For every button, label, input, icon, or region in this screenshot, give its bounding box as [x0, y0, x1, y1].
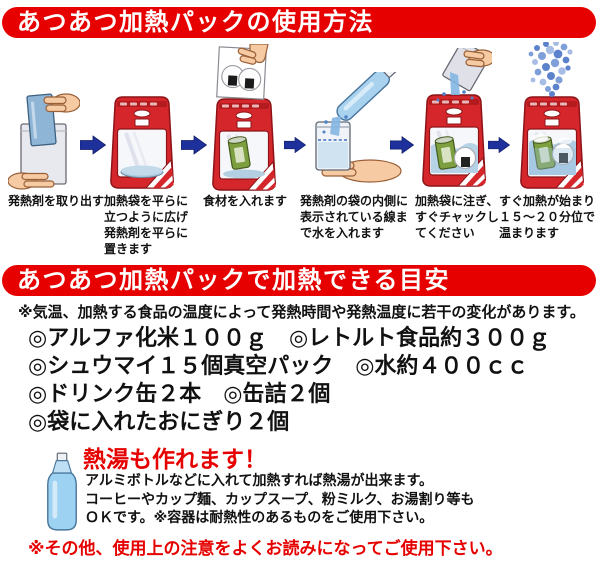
step3-caption: 食材を入れます	[203, 194, 288, 208]
list-item: ◎シュウマイ１５個真空パック ◎水約４００ｃｃ	[28, 354, 529, 379]
guide-note: ※気温、加熱する食品の温度によって発熱時間や発熱温度に若干の変化があります。	[18, 303, 585, 321]
steam-icon	[528, 42, 573, 97]
heatable-items-list: ◎アルファ化米１００ｇ ◎レトルト食品約３００ｇ ◎シュウマイ１５個真空パック …	[28, 325, 550, 437]
guide-heading-banner: あつあつ加熱パックで加熱できる目安	[2, 265, 596, 296]
list-item: ◎ドリンク缶２本 ◎缶詰２個	[28, 382, 331, 407]
water-bottle-icon	[47, 452, 77, 531]
step4-caption: 発熱剤の袋の内側に 表示されている線ま で水を入れます	[300, 194, 409, 240]
arrow-right-icon	[390, 136, 414, 154]
hot-water-line: コーヒーやカップ麺、カップスープ、粉ミルク、お湯割り等も	[85, 492, 475, 508]
step3-insert-food-illustration	[210, 44, 278, 192]
step6-steaming-bag-illustration	[518, 42, 586, 190]
list-item: ◎アルファ化米１００ｇ ◎レトルト食品約３００ｇ	[28, 326, 551, 351]
hot-water-line: アルミボトルなどに入れて加熱すれば熱湯が出来ます。	[85, 473, 434, 489]
arrow-right-icon	[284, 137, 306, 153]
arrow-right-icon	[488, 137, 510, 153]
step1-caption: 発熱剤を取り出す	[8, 194, 105, 208]
usage-heading-text: あつあつ加熱パックの使用方法	[17, 8, 374, 36]
step4-fill-water-illustration	[315, 72, 402, 183]
hot-water-title: 熱湯も作れます！	[83, 447, 267, 473]
step6-caption: すぐ加熱が始まり １５〜２０分位で 温まります	[499, 194, 596, 240]
footer-caution: ※その他、使用上の注意をよくお読みになってご使用下さい。	[28, 539, 503, 559]
step1-remove-heater-illustration	[8, 93, 80, 190]
step2-caption: 加熱袋を平らに 立つように広げ 発熱剤を平らに 置きます	[104, 194, 189, 256]
step5-pour-and-zip-illustration	[420, 48, 492, 188]
step5-caption: 加熱袋に注ぎ、 すぐチャックし てください	[415, 194, 499, 240]
step2-stand-bag-illustration	[108, 95, 176, 190]
arrow-right-icon	[80, 135, 106, 155]
usage-heading-banner: あつあつ加熱パックの使用方法	[2, 7, 596, 38]
hot-water-line: ＯＫです。※容器は耐熱性のあるものをご使用下さい。	[85, 510, 434, 526]
guide-heading-text: あつあつ加熱パックで加熱できる目安	[17, 266, 451, 294]
list-item: ◎袋に入れたおにぎり２個	[28, 410, 290, 435]
